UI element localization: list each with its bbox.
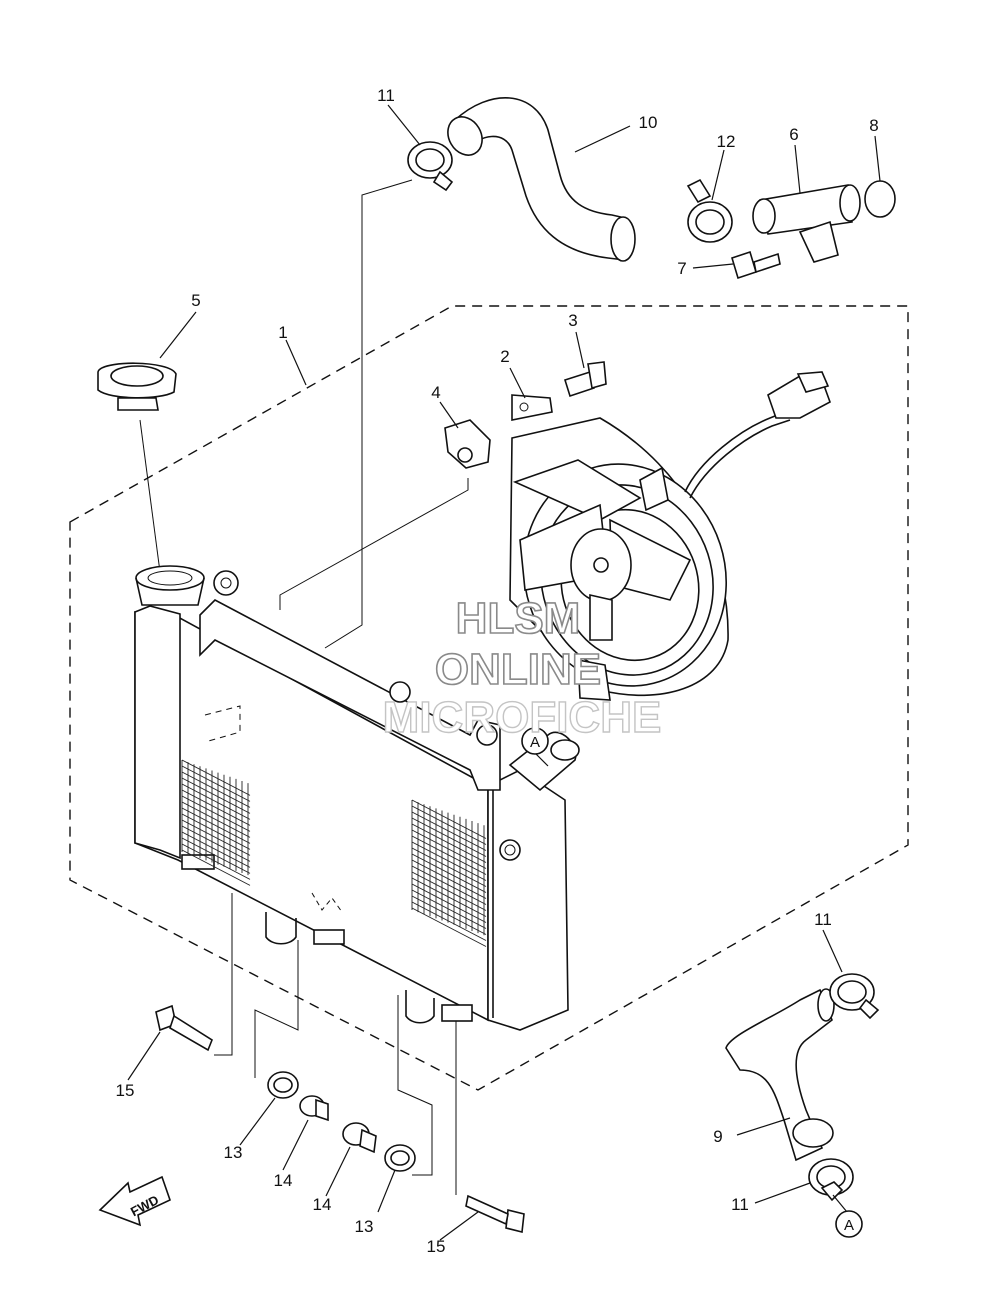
callout-1: 1 — [278, 323, 287, 342]
mesh-line — [411, 823, 487, 863]
clamp-11-mid — [829, 973, 880, 1020]
watermark: HLSM ONLINE MICROFICHE — [382, 593, 662, 743]
clamp-11-top — [407, 141, 454, 192]
clamp-11-bottom — [808, 1158, 854, 1202]
assembly-boundary — [69, 305, 909, 1091]
mesh-line — [181, 825, 251, 862]
mesh-line — [411, 871, 487, 911]
callout-3: 3 — [568, 311, 577, 330]
cooling-fan — [509, 371, 831, 701]
bolt-15-right — [465, 1194, 525, 1233]
mesh-line — [181, 759, 251, 796]
hose-9 — [725, 988, 835, 1162]
mesh-line — [181, 813, 251, 850]
grommet-13-left — [267, 1071, 299, 1099]
callout-11-bottom: 11 — [731, 1195, 749, 1214]
mesh-line — [181, 843, 251, 880]
mesh-line — [411, 859, 487, 899]
mesh-line — [411, 907, 487, 947]
mesh-line — [411, 901, 487, 941]
mesh-line — [181, 807, 251, 844]
callout-8: 8 — [869, 116, 878, 135]
reference-a-lower: A — [835, 1210, 863, 1238]
assembly-lines — [139, 179, 469, 1195]
mesh-line — [411, 805, 487, 845]
mesh-line — [411, 883, 487, 923]
leader-lines — [127, 104, 881, 1241]
collar-14-right — [342, 1122, 377, 1154]
mesh-line — [411, 877, 487, 917]
mesh-line — [411, 865, 487, 905]
callout-14-left: 14 — [274, 1171, 293, 1190]
radiator-cap — [97, 362, 177, 411]
callout-2: 2 — [500, 347, 509, 366]
mesh-line — [411, 829, 487, 869]
mesh-line — [181, 765, 251, 802]
mesh-line — [411, 853, 487, 893]
callout-13-right: 13 — [355, 1217, 374, 1236]
callout-13-left: 13 — [224, 1143, 243, 1162]
callout-4: 4 — [431, 383, 440, 402]
clamp-12 — [686, 178, 733, 243]
mesh-line — [181, 771, 251, 808]
mesh-line — [181, 789, 251, 826]
bolt-3 — [563, 361, 607, 398]
callout-6: 6 — [789, 125, 798, 144]
mesh-line — [411, 811, 487, 851]
callout-10: 10 — [639, 113, 658, 132]
forward-direction-arrow: FWD — [98, 1175, 171, 1227]
mesh-line — [411, 799, 487, 839]
mesh-line — [181, 849, 251, 886]
mesh-line — [411, 817, 487, 857]
callout-9: 9 — [713, 1127, 722, 1146]
bolt-15-left — [155, 1004, 213, 1052]
watermark-line-1: HLSM — [456, 594, 581, 643]
mesh-line — [411, 889, 487, 929]
radiator-core-mesh — [181, 759, 487, 947]
o-ring-8 — [864, 180, 896, 218]
hose-10 — [447, 97, 636, 262]
mesh-line — [181, 801, 251, 838]
reference-letter: A — [844, 1217, 854, 1234]
callout-12: 12 — [717, 132, 736, 151]
watermark-line-3: MICROFICHE — [383, 693, 662, 742]
mesh-line — [411, 841, 487, 881]
mesh-line — [181, 837, 251, 874]
mesh-line — [411, 847, 487, 887]
callout-15-right: 15 — [427, 1237, 446, 1256]
callout-7: 7 — [677, 259, 686, 278]
callout-5: 5 — [191, 291, 200, 310]
part-callouts: 1 2 3 4 5 6 7 8 9 10 11 11 11 12 13 13 1… — [116, 86, 879, 1256]
callout-15-left: 15 — [116, 1081, 135, 1100]
mesh-line — [411, 835, 487, 875]
mesh-line — [181, 777, 251, 814]
reference-letter: A — [530, 734, 540, 751]
mesh-line — [181, 819, 251, 856]
bolt-7 — [731, 250, 781, 280]
mesh-line — [181, 831, 251, 868]
callout-11-top: 11 — [377, 86, 395, 105]
mesh-line — [181, 783, 251, 820]
clip-4 — [444, 419, 491, 469]
mesh-line — [181, 795, 251, 832]
callout-11-mid: 11 — [814, 910, 832, 929]
watermark-line-2: ONLINE — [435, 645, 601, 694]
collar-14-left — [299, 1095, 329, 1122]
mesh-line — [411, 895, 487, 935]
grommet-13-right — [384, 1144, 416, 1172]
reference-a-upper: A — [521, 727, 549, 755]
pipe-6 — [752, 184, 861, 263]
radiator — [134, 565, 580, 1031]
callout-14-right: 14 — [313, 1195, 332, 1214]
